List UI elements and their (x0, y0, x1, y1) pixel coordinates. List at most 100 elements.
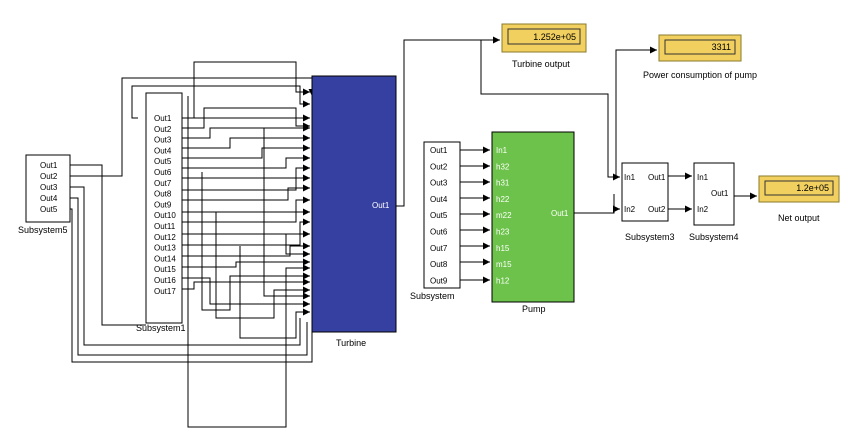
wire-s1-out2[interactable] (182, 107, 310, 130)
subsystem1-port-2: Out2 (154, 125, 172, 134)
wire-s1-out9[interactable] (182, 184, 310, 201)
net-output-label: Net output (778, 213, 820, 223)
subsystem1-port-5: Out5 (154, 157, 172, 166)
subsystem1-port-7: Out7 (154, 179, 172, 188)
pump-input-port-8: m15 (496, 260, 512, 269)
subsystem1-port-1: Out1 (154, 114, 172, 123)
turbine-output-port: Out1 (372, 201, 390, 210)
subsystem1-port-8: Out8 (154, 190, 172, 199)
subsystem4-label: Subsystem4 (689, 232, 739, 242)
wire-cross-2[interactable] (263, 128, 310, 300)
wire-s1-out3[interactable] (182, 124, 310, 139)
wire-s1-out13[interactable] (182, 218, 310, 246)
pump-label: Pump (522, 304, 546, 314)
pump-power-display[interactable]: 3311 Power consumption of pump (643, 34, 757, 80)
turbine-label: Turbine (336, 338, 366, 348)
wire-s5-out3[interactable] (70, 186, 301, 346)
subsystem5-label: Subsystem5 (18, 225, 68, 235)
pump-input-port-3: h31 (496, 179, 510, 188)
wire-cross-1[interactable] (187, 96, 310, 428)
wire-s1-out8[interactable] (182, 164, 310, 191)
subsystem3-label: Subsystem3 (625, 232, 675, 242)
wire-s5-out2[interactable] (70, 77, 316, 177)
wire-loop-b[interactable] (182, 61, 310, 119)
subsystem5-port-2: Out2 (40, 172, 58, 181)
pump-input-port-9: h12 (496, 276, 510, 285)
subsystem-port-1: Out1 (430, 146, 448, 155)
subsystem1-port-4: Out4 (154, 146, 172, 155)
pump-input-port-5: m22 (496, 211, 512, 220)
wire-s1-out17[interactable] (182, 278, 310, 290)
subsystem1-port-15: Out15 (154, 265, 176, 274)
pump-input-port-1: In1 (496, 146, 508, 155)
subsystem3-out1: Out1 (648, 173, 666, 182)
wire-s1-out6[interactable] (182, 154, 310, 169)
pump-input-port-6: h23 (496, 228, 510, 237)
subsystem3-in1: In1 (624, 173, 636, 182)
pump-power-value: 3311 (712, 42, 731, 52)
subsystem3-in2: In2 (624, 205, 636, 214)
wire-pump-display[interactable] (613, 50, 657, 213)
wire-turbine-out[interactable] (396, 39, 620, 207)
wire-cross-4[interactable] (215, 212, 310, 319)
subsystem-port-8: Out8 (430, 260, 448, 269)
subsystem5-port-5: Out5 (40, 205, 58, 214)
wire-cross-3[interactable] (239, 246, 310, 339)
subsystem1-port-16: Out16 (154, 276, 176, 285)
net-output-display[interactable]: 1.2e+05 Net output (758, 175, 840, 223)
subsystem1-label: Subsystem1 (136, 323, 186, 333)
subsystem3-out2: Out2 (648, 205, 666, 214)
turbine-output-label: Turbine output (512, 59, 570, 69)
subsystem5-port-4: Out4 (40, 194, 58, 203)
net-output-value: 1.2e+05 (796, 183, 829, 193)
turbine-block[interactable]: Out1 Turbine (311, 75, 397, 348)
wire-pump-out[interactable] (574, 205, 620, 214)
subsystem-port-2: Out2 (430, 162, 448, 171)
wire-loop-a[interactable] (131, 85, 310, 119)
wire-s5-out5[interactable] (70, 208, 313, 363)
subsystem4-out1: Out1 (711, 189, 729, 198)
wire-s1-out5[interactable] (182, 144, 310, 159)
subsystem4-in2: In2 (697, 205, 709, 214)
wire-cross-5[interactable] (201, 172, 310, 311)
subsystem-port-7: Out7 (430, 244, 448, 253)
subsystem1-port-10: Out10 (154, 211, 176, 220)
subsystem4-in1: In1 (697, 173, 709, 182)
wire-s1-out11[interactable] (182, 196, 310, 223)
subsystem1-port-9: Out9 (154, 200, 172, 209)
pump-input-port-7: h15 (496, 244, 510, 253)
subsystem-port-4: Out4 (430, 195, 448, 204)
subsystem1-block[interactable]: Out1Out2Out3Out4Out5Out6Out7Out8Out9Out1… (136, 92, 186, 333)
pump-input-port-2: h32 (496, 162, 510, 171)
wire-s5-out4[interactable] (70, 197, 308, 356)
subsystem5-port-3: Out3 (40, 183, 58, 192)
subsystem1-port-13: Out13 (154, 244, 176, 253)
subsystem1-port-14: Out14 (154, 254, 176, 263)
subsystem1-port-6: Out6 (154, 168, 172, 177)
wire-s1-out15[interactable] (182, 258, 310, 268)
wire-s1-out16[interactable] (182, 277, 310, 308)
subsystem4-block[interactable]: In1 In2 Out1 Subsystem4 (689, 162, 739, 242)
subsystem-port-5: Out5 (430, 211, 448, 220)
subsystem-port-9: Out9 (430, 276, 448, 285)
wire-s5-out1[interactable] (70, 164, 146, 326)
pump-input-port-4: h22 (496, 195, 510, 204)
subsystem-label: Subsystem (410, 291, 455, 301)
subsystem-port-6: Out6 (430, 228, 448, 237)
pump-power-label: Power consumption of pump (643, 70, 757, 80)
subsystem-port-3: Out3 (430, 179, 448, 188)
signal-wires (70, 36, 757, 428)
wire-s1-out4[interactable] (182, 134, 310, 149)
turbine-output-value: 1.252e+05 (533, 32, 576, 42)
subsystem1-port-3: Out3 (154, 136, 172, 145)
wire-cross-6[interactable] (285, 234, 310, 258)
wire-s1-out14[interactable] (182, 242, 310, 257)
subsystem3-block[interactable]: In1 In2 Out1 Out2 Subsystem3 (621, 162, 675, 242)
subsystem1-port-12: Out12 (154, 233, 176, 242)
subsystem5-port-1: Out1 (40, 161, 58, 170)
turbine-output-display[interactable]: 1.252e+05 Turbine output (501, 23, 587, 69)
